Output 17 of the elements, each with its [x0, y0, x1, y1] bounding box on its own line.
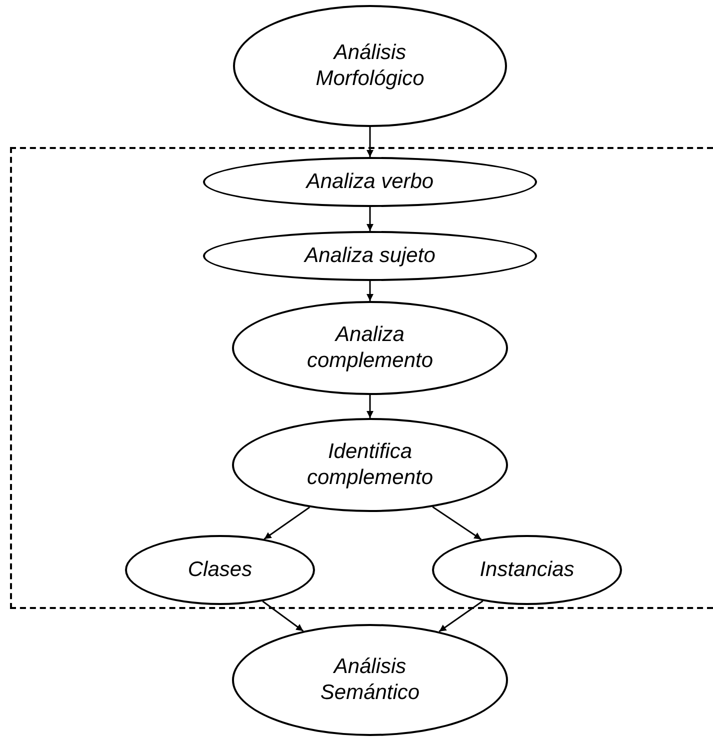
node-label: Análisis Semántico	[319, 654, 421, 706]
arrow	[366, 127, 374, 157]
node-label: Análisis Morfológico	[314, 40, 426, 92]
dashed-group-frame	[10, 147, 713, 609]
arrow	[264, 506, 310, 540]
arrow	[366, 281, 374, 301]
node-label: Identifica complemento	[306, 439, 434, 491]
node-label: Instancias	[480, 557, 574, 583]
arrow	[432, 506, 482, 540]
node-label: Analiza sujeto	[304, 243, 436, 269]
node-label: Analiza verbo	[306, 169, 434, 195]
arrow	[262, 600, 304, 632]
node-label: Clases	[188, 557, 252, 583]
node-label: Analiza complemento	[306, 322, 434, 374]
arrow	[366, 207, 374, 231]
arrow	[438, 600, 484, 632]
arrow	[366, 395, 374, 418]
